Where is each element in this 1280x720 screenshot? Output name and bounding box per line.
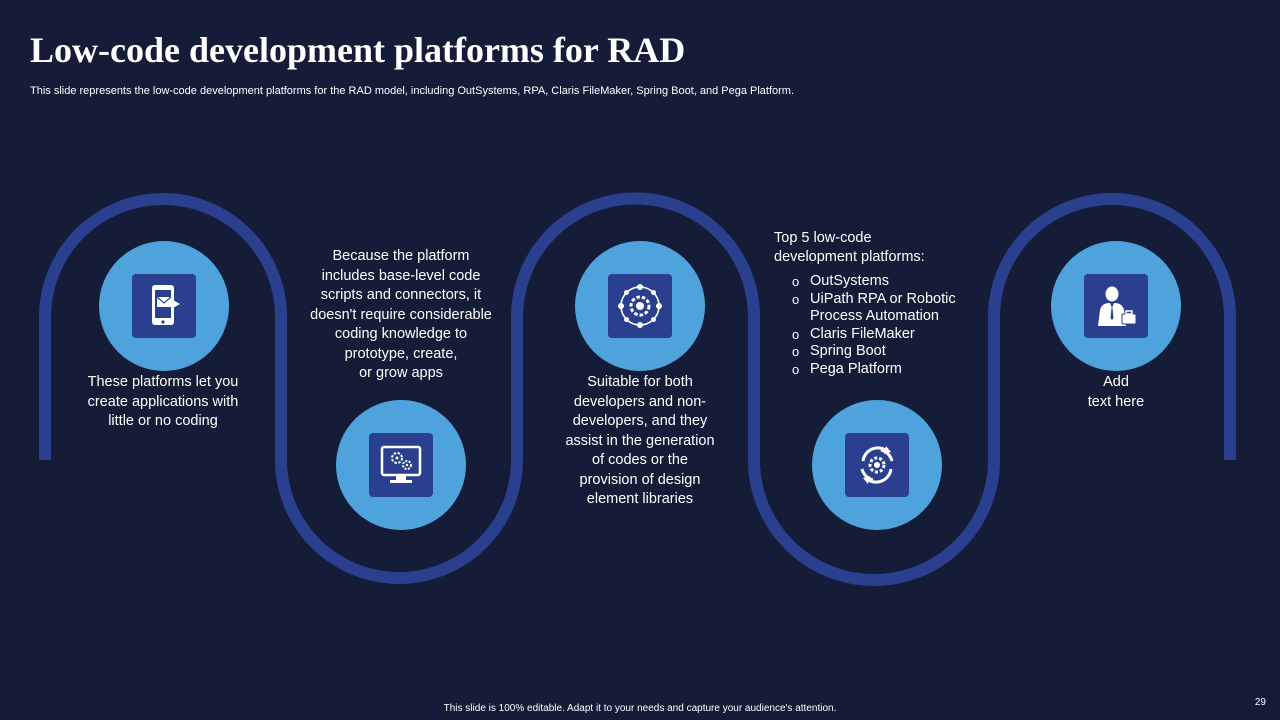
- platform-item: o OutSystems: [792, 273, 974, 291]
- step-2-line: or grow apps: [359, 365, 443, 381]
- platforms-heading-line: Top 5 low-code: [774, 230, 872, 246]
- step-3-circle: [575, 241, 705, 371]
- step-3-text: Suitable for both developers and non- de…: [540, 373, 740, 510]
- platform-item-line: Process Automation: [810, 308, 939, 324]
- step-2-line: prototype, create,: [344, 345, 458, 362]
- bullet-icon: o: [792, 361, 800, 377]
- platforms-list: o OutSystems o UiPath RPA or Robotic Pro…: [774, 273, 974, 378]
- network-gear-icon: [618, 284, 662, 328]
- bullet-icon: o: [792, 344, 800, 359]
- platform-item: o Claris FileMaker: [792, 326, 974, 344]
- step-2-line: coding knowledge to: [334, 326, 468, 342]
- cycle-gear-icon: [860, 446, 894, 484]
- platform-item-line: Spring Boot: [810, 343, 886, 359]
- step-1-line: create applications with: [87, 393, 239, 410]
- step-4-icon-box: [845, 433, 909, 497]
- step-5-line: text here: [1087, 393, 1145, 410]
- businessman-icon: [1098, 286, 1137, 326]
- step-5-line: Add: [1103, 374, 1129, 390]
- step-2-line: includes base-level code: [321, 267, 481, 284]
- step-4-circle: [812, 400, 942, 530]
- step-3-line: provision of design: [579, 471, 701, 488]
- page-number: 29: [1254, 697, 1266, 708]
- step-3-line: assist in the generation: [565, 432, 715, 449]
- monitor-settings-icon: [380, 445, 422, 483]
- step-1-circle: [99, 241, 229, 371]
- slide-footer: This slide is 100% editable. Adapt it to…: [443, 703, 837, 714]
- step-2-text: Because the platform includes base-level…: [291, 247, 511, 384]
- platform-item-line: Claris FileMaker: [810, 325, 915, 342]
- platform-item: o Pega Platform: [792, 361, 974, 379]
- platforms-list-block: Top 5 low-code development platforms: o …: [774, 229, 974, 378]
- step-2-line: doesn't require considerable: [310, 306, 492, 323]
- bullet-icon: o: [792, 274, 800, 289]
- bullet-icon: o: [792, 326, 800, 342]
- step-2-line: Because the platform: [332, 248, 470, 264]
- slide-title: Low-code development platforms for RAD: [30, 30, 686, 70]
- step-2-circle: [336, 400, 466, 530]
- bullet-icon: o: [792, 291, 800, 307]
- step-3-line: Suitable for both: [587, 374, 693, 390]
- step-3-line: developers, and they: [572, 413, 708, 429]
- step-1-text: These platforms let you create applicati…: [63, 373, 263, 432]
- slide-subtitle: This slide represents the low-code devel…: [30, 85, 795, 97]
- mobile-mail-icon: [152, 285, 180, 325]
- step-1-line: These platforms let you: [87, 374, 239, 390]
- platform-item: o UiPath RPA or Robotic Process Automati…: [792, 291, 974, 326]
- platforms-heading: Top 5 low-code development platforms:: [774, 229, 974, 267]
- step-3-line: developers and non-: [573, 393, 707, 410]
- step-2-icon-box: [369, 433, 433, 497]
- step-1-line: little or no coding: [108, 413, 218, 429]
- platform-item-line: OutSystems: [810, 273, 889, 289]
- platform-item-line: Pega Platform: [810, 360, 902, 377]
- platforms-heading-line: development platforms:: [774, 249, 925, 265]
- step-5-text: Add text here: [1036, 373, 1196, 412]
- step-3-icon-box: [608, 274, 672, 338]
- platform-item: o Spring Boot: [792, 343, 974, 361]
- step-1-icon-box: [132, 274, 196, 338]
- step-3-line: element libraries: [586, 491, 694, 507]
- step-5-circle: [1051, 241, 1181, 371]
- platform-item-line: UiPath RPA or Robotic: [810, 290, 956, 307]
- step-2-line: scripts and connectors, it: [320, 287, 482, 303]
- step-5-icon-box: [1084, 274, 1148, 338]
- step-3-line: of codes or the: [592, 452, 688, 468]
